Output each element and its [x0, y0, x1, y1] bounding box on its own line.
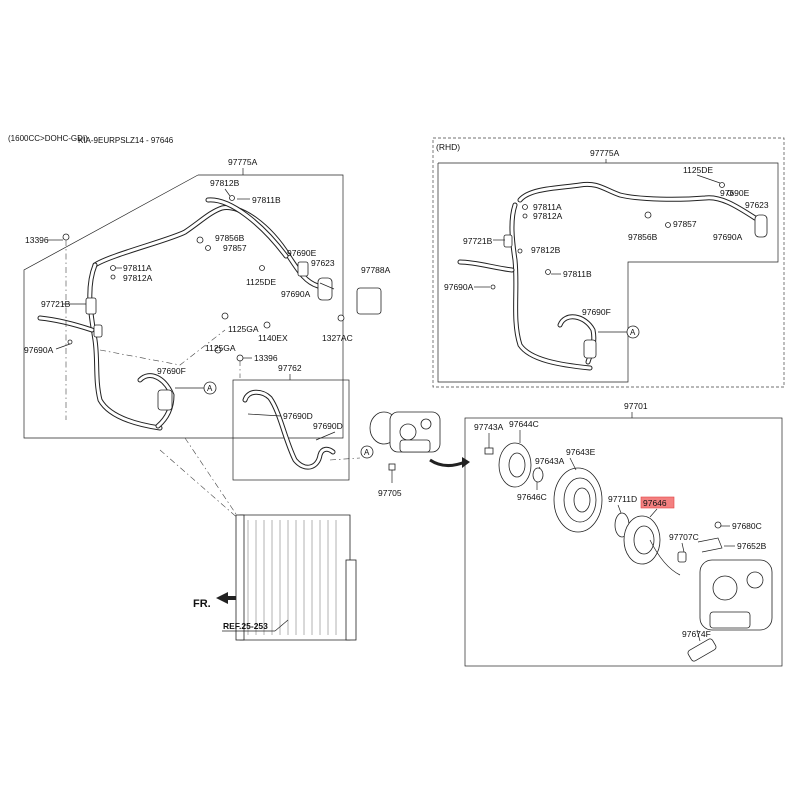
- rhd-label-97623: 97623: [745, 200, 769, 210]
- rhd-label-97812A: 97812A: [533, 211, 563, 221]
- leader-lines-rhd: [474, 174, 721, 333]
- compressor-small: [369, 411, 441, 453]
- label-97646C: 97646C: [517, 492, 547, 502]
- label-1125GA-2: 1125GA: [205, 343, 236, 353]
- label-97856B: 97856B: [215, 233, 245, 243]
- engine-code-text: (1600CC>DOHC-GDI): [8, 134, 88, 143]
- ref-text: REF.25-253: [223, 621, 268, 631]
- rhd-label-97690F: 97690F: [582, 307, 611, 317]
- label-97680C: 97680C: [732, 521, 762, 531]
- callout-a-rhd: [626, 325, 640, 339]
- label-1125GA: 1125GA: [228, 324, 259, 334]
- label-13396: 13396: [25, 235, 49, 245]
- rhd-group-label: 97775A: [590, 148, 620, 158]
- rhd-label-97690A: 97690A: [713, 232, 743, 242]
- bracket-97788A: [356, 287, 382, 315]
- rhd-label-97690E: 97690E: [720, 188, 750, 198]
- label-97690A-2: 97690A: [24, 345, 54, 355]
- label-97652B: 97652B: [737, 541, 767, 551]
- label-97674F: 97674F: [682, 629, 711, 639]
- label-97690D-2: 97690D: [313, 421, 343, 431]
- highlight-97646: [640, 496, 675, 509]
- label-97643A: 97643A: [535, 456, 565, 466]
- main-hose-group-box: [23, 174, 344, 439]
- group-label-main-hose: 97775A: [228, 157, 258, 167]
- routing-lines-left: [65, 240, 361, 521]
- rhd-label-97811B: 97811B: [563, 269, 592, 279]
- rhd-label-97856B: 97856B: [628, 232, 658, 242]
- suction-hose-drawing: [37, 197, 333, 431]
- rhd-hose-drawing: [457, 181, 768, 371]
- label-97705: 97705: [378, 488, 402, 498]
- label-97707C: 97707C: [669, 532, 699, 542]
- label-97788A: 97788A: [361, 265, 391, 275]
- rhd-group-box: [437, 162, 779, 383]
- label-13396-2: 13396: [254, 353, 278, 363]
- callout-a-mid: [360, 445, 374, 459]
- label-1140EX: 1140EX: [258, 333, 288, 343]
- label-97690E: 97690E: [287, 248, 317, 258]
- rhd-label: (RHD): [436, 142, 460, 152]
- label-97812A: 97812A: [123, 273, 153, 283]
- label-97623: 97623: [311, 258, 335, 268]
- label-1125DE: 1125DE: [246, 277, 276, 287]
- label-97690D: 97690D: [283, 411, 313, 421]
- compressor-group-box: [464, 417, 783, 667]
- fr-marker: FR.: [193, 598, 211, 610]
- label-97646: 97646: [643, 498, 667, 508]
- rhd-label-97811A: 97811A: [533, 202, 562, 212]
- valve-cap-97623: [317, 277, 333, 301]
- condenser-drawing: [235, 514, 357, 641]
- callout-a-left: [203, 381, 217, 395]
- fasteners-left: [62, 195, 345, 362]
- pressure-switch-body: [157, 389, 173, 411]
- fr-arrow-icon: [216, 592, 236, 604]
- svg-text:A: A: [207, 384, 213, 393]
- rhd-label-97721B: 97721B: [463, 236, 493, 246]
- rhd-label-97857: 97857: [673, 219, 697, 229]
- compressor-exploded: [484, 442, 773, 662]
- label-97812B: 97812B: [210, 178, 240, 188]
- rhd-label-1125DE: 1125DE: [683, 165, 713, 175]
- liquid-tube-drawing: [242, 389, 336, 470]
- label-97690F: 97690F: [157, 366, 186, 376]
- rhd-dashed-box: [432, 137, 785, 388]
- liquid-tube-group-box: [232, 379, 350, 481]
- label-97857: 97857: [223, 243, 247, 253]
- label-97711D: 97711D: [608, 494, 637, 504]
- label-97644C: 97644C: [509, 419, 539, 429]
- fasteners-rhd: [490, 182, 733, 290]
- svg-text:A: A: [630, 328, 636, 337]
- label-97690A: 97690A: [281, 289, 311, 299]
- label-97811B: 97811B: [252, 195, 281, 205]
- compressor-group-label: 97701: [624, 401, 648, 411]
- rhd-label-97812B: 97812B: [531, 245, 561, 255]
- label-97811A: 97811A: [123, 263, 152, 273]
- label-97721B: 97721B: [41, 299, 71, 309]
- group-label-liquid-tube: 97762: [278, 363, 302, 373]
- label-97643E: 97643E: [566, 447, 596, 457]
- svg-text:A: A: [364, 448, 370, 457]
- label-1327AC: 1327AC: [322, 333, 353, 343]
- rhd-label-97690A-2: 97690A: [444, 282, 474, 292]
- catalog-ref-text: KIA-9EURPSLZ14 - 97646: [78, 136, 174, 145]
- leader-lines-compressor: [488, 430, 735, 642]
- label-97743A: 97743A: [474, 422, 504, 432]
